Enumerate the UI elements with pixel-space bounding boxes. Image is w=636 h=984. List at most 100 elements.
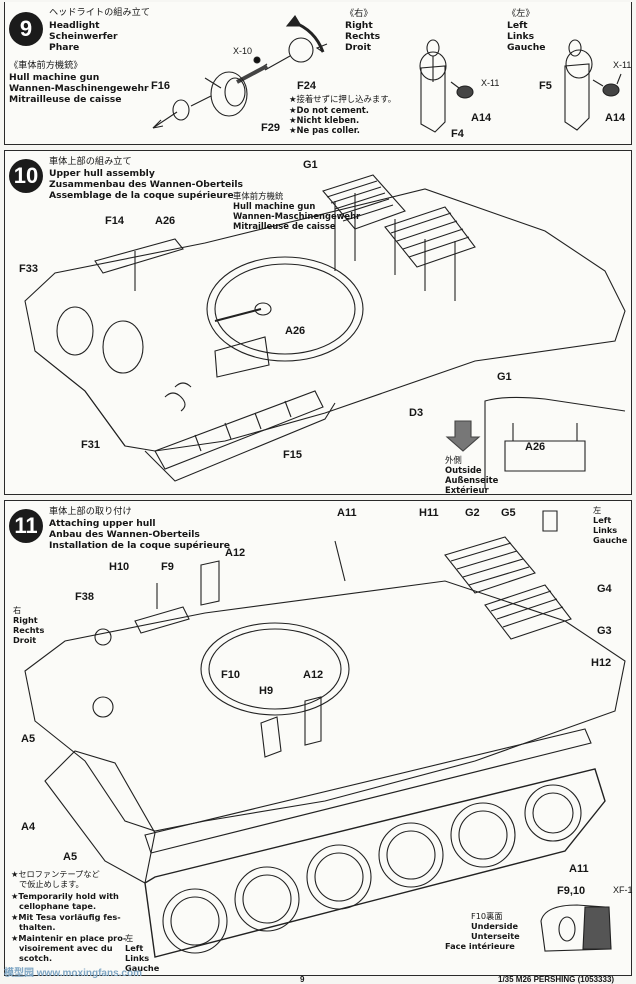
underside-en: Underside bbox=[471, 921, 519, 931]
part-label: F9 bbox=[161, 561, 174, 573]
outside-de: Außenseite bbox=[445, 475, 499, 485]
watermark: 模型园 www.moxingfans.com bbox=[4, 968, 142, 979]
part-label: F9,10 bbox=[557, 885, 586, 897]
part-label: D3 bbox=[409, 407, 424, 419]
part-label: G1 bbox=[497, 371, 512, 383]
note-jp: ★接着せずに押し込みます。 bbox=[289, 94, 397, 104]
step-10-panel: 10 車体上部の組み立て Upper hull assembly Zusamme… bbox=[4, 150, 632, 495]
page-number: 9 bbox=[300, 975, 305, 984]
right-jp: 《右》 bbox=[345, 8, 373, 19]
right-en: Right bbox=[13, 615, 38, 625]
part-label: F38 bbox=[75, 591, 94, 603]
title-de: Zusammenbau des Wannen-Oberteils bbox=[49, 179, 243, 190]
part-label: G2 bbox=[465, 507, 480, 519]
tape-note-de: ★Mit Tesa vorläufig fes- bbox=[11, 912, 121, 922]
part-label: XF-1 bbox=[613, 885, 633, 895]
part-label: G4 bbox=[597, 583, 612, 595]
title-fr: Installation de la coque supérieure bbox=[49, 540, 231, 551]
mg-en: Hull machine gun bbox=[233, 201, 316, 211]
part-label: H10 bbox=[109, 561, 130, 573]
part-label: H12 bbox=[591, 657, 612, 669]
part-label: X-11 bbox=[481, 78, 500, 88]
step-number: 11 bbox=[9, 509, 43, 543]
part-label: F33 bbox=[19, 263, 38, 275]
part-label: X-10 bbox=[233, 46, 253, 56]
tape-note-fr: ★Maintenir en place pro- bbox=[11, 933, 127, 943]
part-label: H9 bbox=[259, 685, 274, 697]
right-de: Rechts bbox=[13, 625, 45, 635]
mg-de: Wannen-Maschinengewehr bbox=[233, 211, 361, 221]
tape-note-en: cellophane tape. bbox=[19, 901, 97, 911]
left-fr: Gauche bbox=[507, 42, 546, 53]
part-label: A5 bbox=[63, 851, 78, 863]
part-label: F14 bbox=[105, 215, 124, 227]
right-jp: 右 bbox=[13, 605, 22, 615]
tape-note-de: thalten. bbox=[19, 922, 56, 932]
part-label: A26 bbox=[285, 325, 306, 337]
tape-note-jp: ★セロファンテープなど bbox=[11, 869, 100, 879]
part-label: A11 bbox=[569, 863, 589, 875]
title-jp: 車体上部の組み立て bbox=[49, 156, 132, 167]
left-jp: 《左》 bbox=[507, 8, 535, 19]
step-10-drawing bbox=[24, 174, 626, 489]
step-9-panel: 9 ヘッドライトの組み立て Headlight Scheinwerfer Pha… bbox=[4, 2, 632, 145]
part-label: A12 bbox=[303, 669, 324, 681]
title-fr: Phare bbox=[49, 42, 80, 53]
left-de: Links bbox=[593, 525, 618, 535]
part-label: A5 bbox=[21, 733, 36, 745]
tape-note-en: ★Temporarily hold with bbox=[11, 891, 119, 901]
tape-note-fr: visoirement avec du bbox=[19, 943, 113, 953]
mg-jp: 車体前方機銃 bbox=[233, 191, 284, 201]
part-label: A4 bbox=[21, 821, 36, 833]
outside-fr: Extérieur bbox=[445, 485, 489, 495]
part-label: F4 bbox=[451, 128, 464, 140]
title-jp: 車体上部の取り付け bbox=[49, 506, 132, 517]
part-label: F31 bbox=[81, 439, 100, 451]
left-en: Left bbox=[593, 515, 612, 525]
outside-en: Outside bbox=[445, 465, 482, 475]
subtitle-en: Hull machine gun bbox=[9, 72, 100, 83]
part-label: F29 bbox=[261, 122, 280, 134]
part-label: F5 bbox=[539, 80, 552, 92]
note-en: ★Do not cement. bbox=[289, 105, 369, 115]
part-label: G3 bbox=[597, 625, 612, 637]
part-label: F24 bbox=[297, 80, 316, 92]
subtitle-de: Wannen-Maschinengewehr bbox=[9, 83, 149, 94]
tape-note-fr: scotch. bbox=[19, 953, 53, 963]
left2-de: Links bbox=[125, 953, 150, 963]
step-number: 10 bbox=[9, 159, 43, 193]
mg-fr: Mitrailleuse de caisse bbox=[233, 221, 336, 231]
underside-jp: F10裏面 bbox=[471, 911, 503, 921]
model-footer: 1/35 M26 PERSHING (1053333) bbox=[498, 975, 615, 984]
part-label: A11 bbox=[337, 507, 357, 519]
left2-en: Left bbox=[125, 943, 144, 953]
part-label: A14 bbox=[471, 112, 492, 124]
part-label: H11 bbox=[419, 507, 439, 519]
step-9-drawing bbox=[152, 15, 622, 133]
part-label: X-11 bbox=[613, 60, 632, 70]
title-jp: ヘッドライトの組み立て bbox=[49, 7, 151, 18]
step-11-drawing bbox=[24, 510, 626, 958]
right-de: Rechts bbox=[345, 31, 381, 42]
left-fr: Gauche bbox=[593, 535, 628, 545]
title-en: Headlight bbox=[49, 20, 100, 31]
part-label: F15 bbox=[283, 449, 302, 461]
part-label: A26 bbox=[155, 215, 176, 227]
step-11-panel: 11 車体上部の取り付け Attaching upper hull Anbau … bbox=[4, 500, 633, 976]
title-de: Scheinwerfer bbox=[49, 31, 118, 42]
left-jp: 左 bbox=[593, 505, 602, 515]
left-de: Links bbox=[507, 31, 535, 42]
note-fr: ★Ne pas coller. bbox=[289, 125, 360, 135]
right-fr: Droit bbox=[13, 635, 37, 645]
part-label: F16 bbox=[151, 80, 170, 92]
part-label: G1 bbox=[303, 159, 318, 171]
step-number: 9 bbox=[9, 12, 43, 46]
subtitle-fr: Mitrailleuse de caisse bbox=[9, 94, 122, 105]
underside-fr: Face intérieure bbox=[445, 941, 515, 951]
title-de: Anbau des Wannen-Oberteils bbox=[49, 529, 200, 540]
right-en: Right bbox=[345, 20, 373, 31]
left2-fr: Gauche bbox=[125, 963, 160, 973]
title-en: Upper hull assembly bbox=[49, 168, 155, 179]
part-label: A26 bbox=[525, 441, 546, 453]
